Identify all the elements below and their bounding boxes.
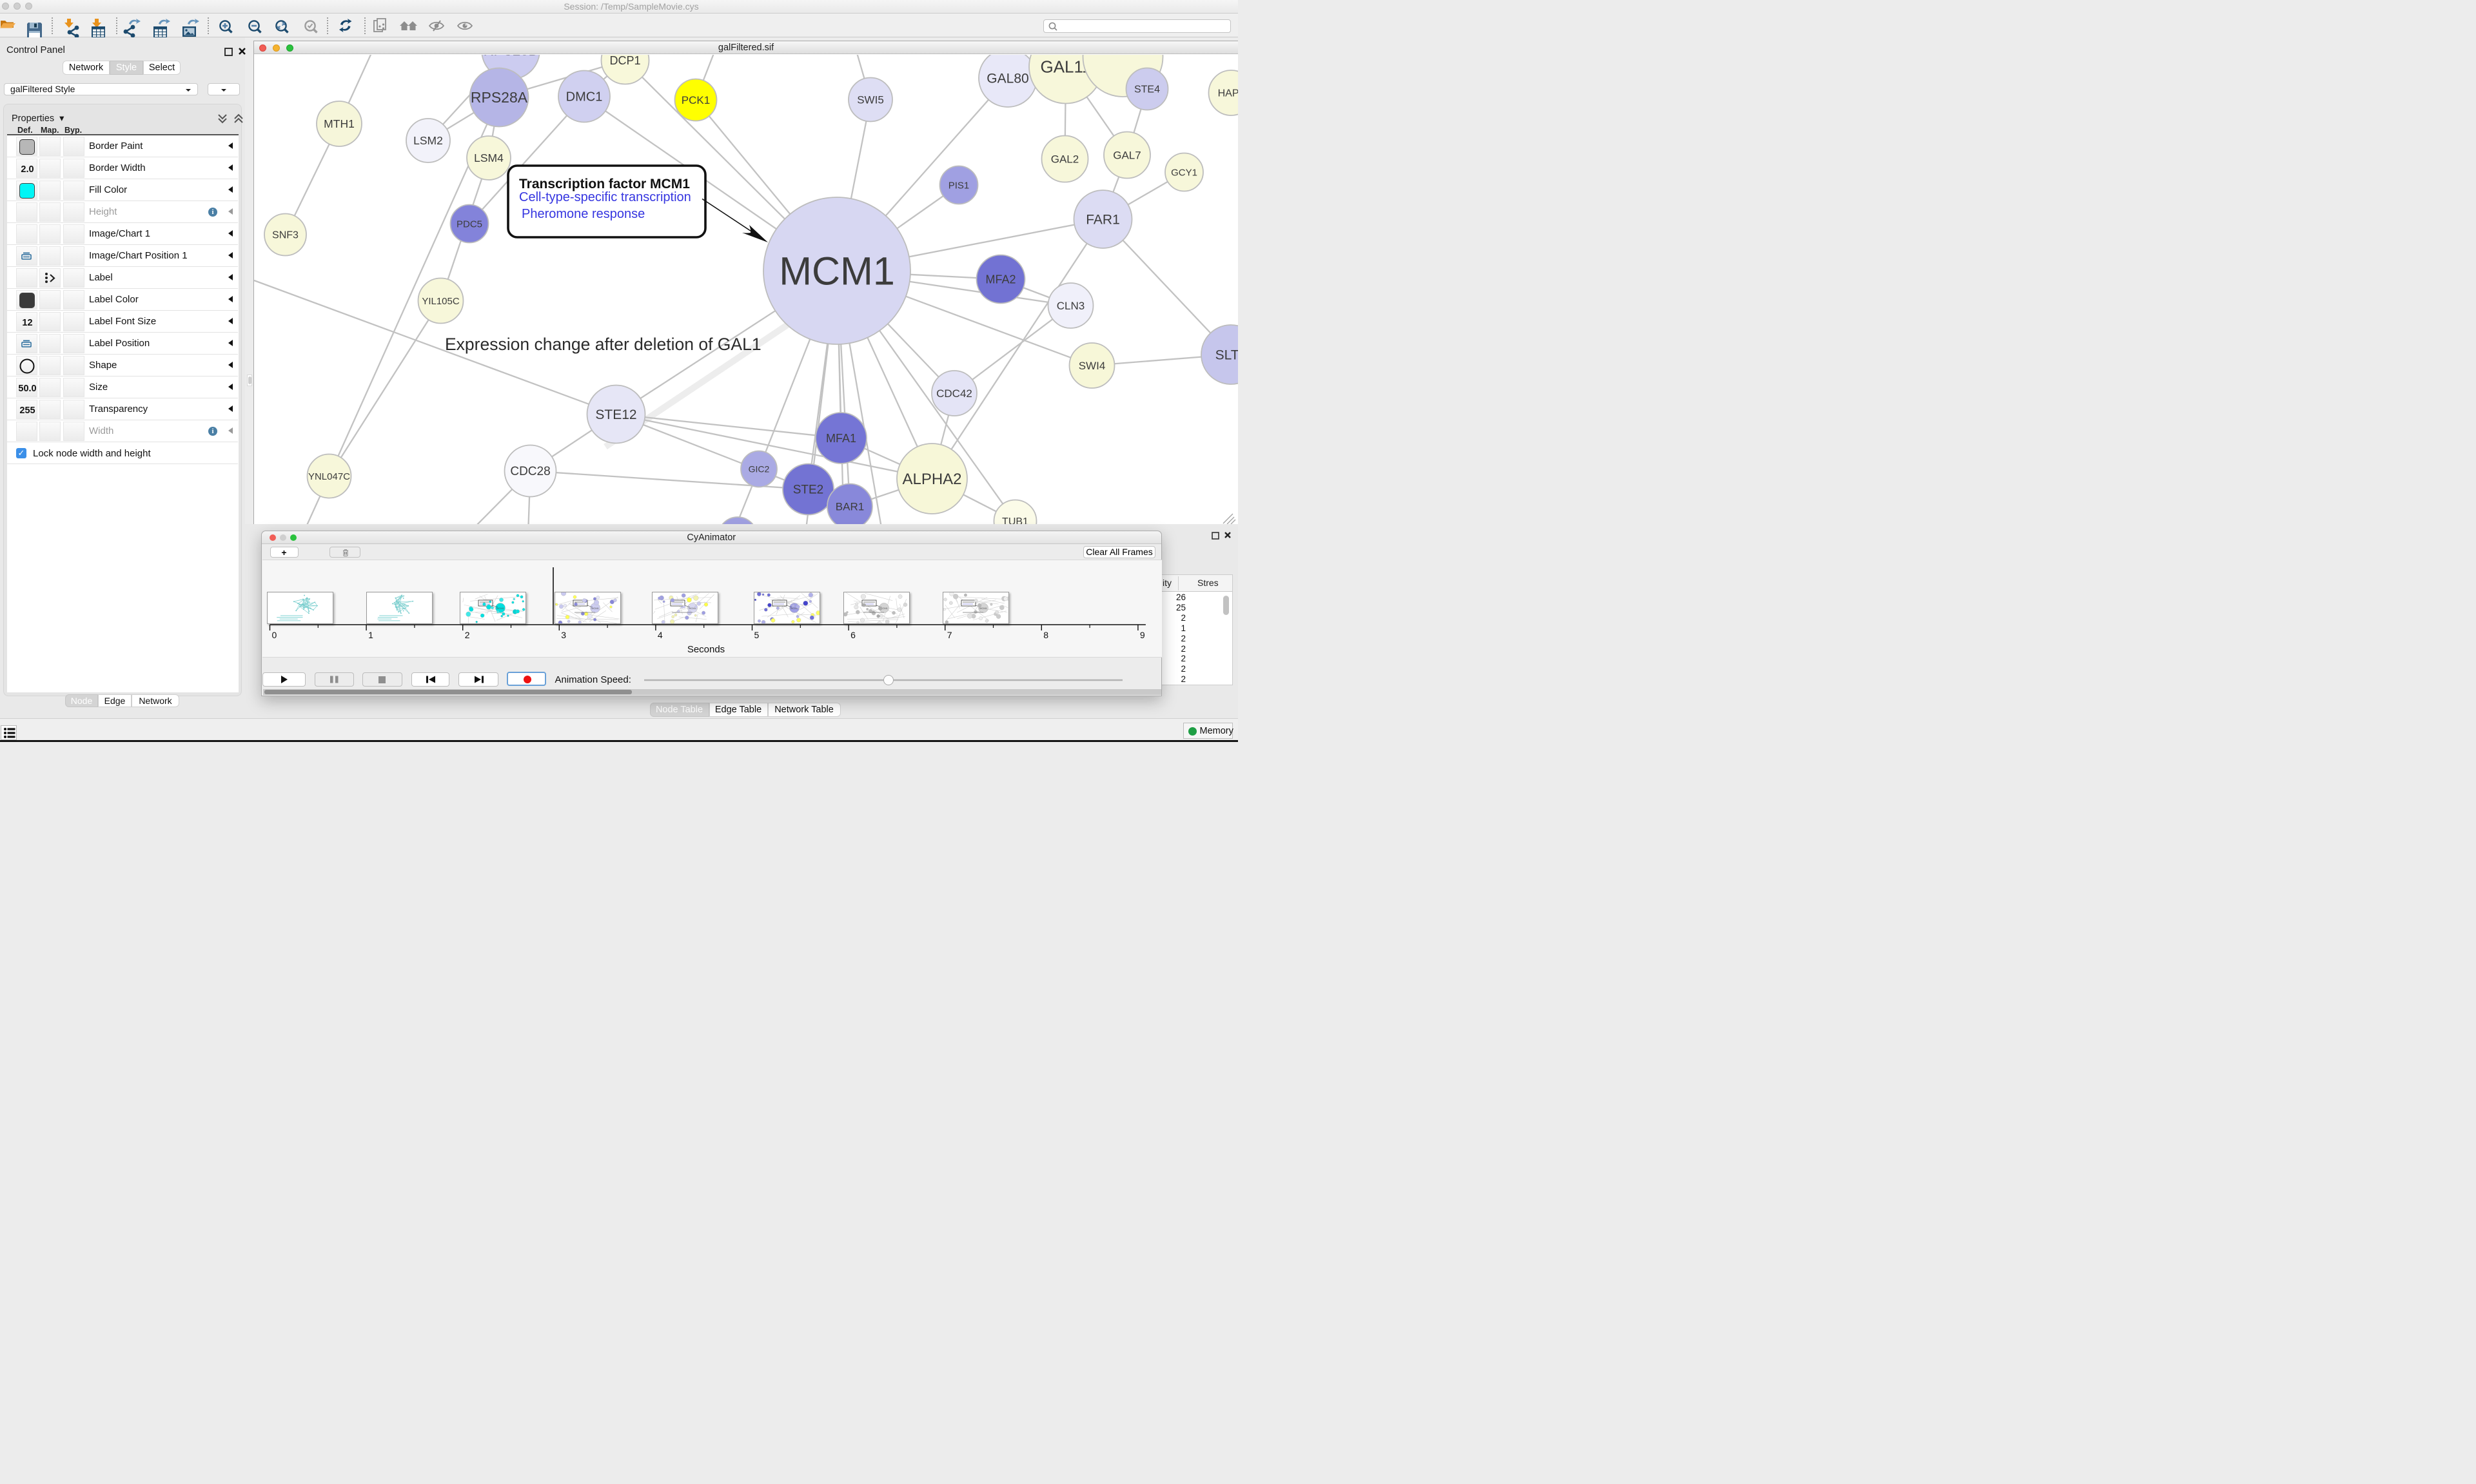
svg-text:SLT2: SLT2 [1215,347,1238,362]
svg-text:STE12: STE12 [595,407,636,422]
svg-text:9: 9 [1139,630,1145,640]
svg-text:PCK1: PCK1 [682,94,710,106]
svg-text:CLN3: CLN3 [1057,300,1085,312]
svg-text:MCM1: MCM1 [689,607,697,610]
svg-text:0: 0 [271,630,277,640]
svg-text:MCM1: MCM1 [496,607,505,610]
svg-text:MCM1: MCM1 [591,607,600,610]
svg-text:BAR1: BAR1 [836,500,864,513]
svg-text:MTH1: MTH1 [324,117,355,130]
svg-text:Transcription factor MCM1: Transcription factor MCM1 [519,177,690,191]
svg-text:STE2: STE2 [793,483,824,497]
svg-text:3: 3 [561,630,566,640]
svg-text:Pheromone response: Pheromone response [522,207,645,221]
svg-text:7: 7 [947,630,952,640]
svg-text:DCP1: DCP1 [609,55,640,67]
svg-text:PDC5: PDC5 [457,219,482,229]
svg-text:CDC42: CDC42 [936,387,972,400]
svg-text:RPS28A: RPS28A [471,89,528,106]
svg-text:LSM2: LSM2 [413,134,443,147]
svg-text:DMC1: DMC1 [566,90,603,104]
svg-text:MFA2: MFA2 [985,273,1016,286]
svg-text:8: 8 [1043,630,1048,640]
svg-text:2: 2 [464,630,469,640]
svg-text:GAL2: GAL2 [1051,153,1079,165]
svg-text:4: 4 [657,630,662,640]
svg-text:TUB1: TUB1 [1002,516,1028,525]
svg-text:MCM1: MCM1 [979,607,988,610]
svg-text:GCY1: GCY1 [1171,167,1197,178]
svg-text:ALPHA2: ALPHA2 [902,471,961,488]
svg-text:MCM1: MCM1 [791,607,799,610]
svg-text:LSM4: LSM4 [474,151,504,164]
svg-text:6: 6 [850,630,856,640]
svg-text:GAL7: GAL7 [1113,149,1141,161]
svg-text:MFA1: MFA1 [826,432,856,445]
svg-text:GIC2: GIC2 [749,464,770,474]
svg-text:HAP2: HAP2 [1218,88,1238,99]
svg-text:SWI4: SWI4 [1079,360,1106,372]
svg-text:MCM1: MCM1 [779,249,895,293]
svg-text:1: 1 [368,630,373,640]
svg-text:GAL80: GAL80 [987,71,1028,86]
svg-text:Expression change after deleti: Expression change after deletion of GAL1 [445,335,761,354]
svg-text:Seconds: Seconds [687,644,724,655]
svg-text:YNL047C: YNL047C [308,471,350,482]
svg-text:CDC28: CDC28 [510,465,550,478]
svg-text:MCM1: MCM1 [880,607,889,610]
svg-text:5: 5 [754,630,759,640]
svg-text:FAR1: FAR1 [1086,212,1120,227]
svg-text:YIL105C: YIL105C [422,296,460,307]
svg-text:PIS1: PIS1 [948,180,970,191]
svg-text:SWI5: SWI5 [857,93,884,106]
svg-text:SNF3: SNF3 [272,230,299,241]
svg-text:RPS28B: RPS28B [484,55,538,59]
svg-text:Cell-type-specific transcripti: Cell-type-specific transcription [519,190,691,204]
svg-text:STE4: STE4 [1134,84,1160,95]
